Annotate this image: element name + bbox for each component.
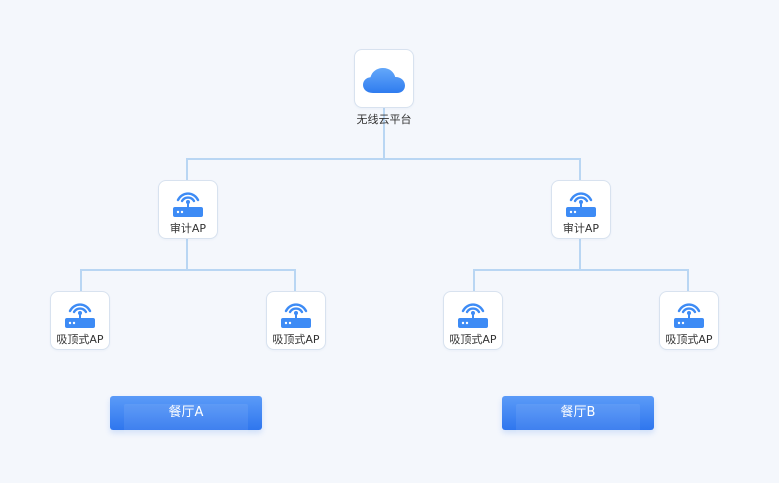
router-icon (65, 303, 95, 328)
cloud-icon (363, 68, 405, 93)
audit-ap-node-b[interactable]: 审计AP (551, 180, 611, 239)
connector-line (473, 269, 475, 292)
restaurant-a-banner[interactable]: 餐厅A (110, 396, 262, 434)
node-label: 审计AP (562, 222, 600, 235)
node-label: 吸顶式AP (449, 333, 497, 346)
connector-line (186, 158, 188, 181)
router-icon (566, 192, 596, 217)
connector-line (473, 269, 689, 271)
node-label: 吸顶式AP (665, 333, 713, 346)
ceiling-ap-node-a1[interactable]: 吸顶式AP (50, 291, 110, 350)
banner-inner-panel (124, 404, 248, 434)
restaurant-a-label: 餐厅A (168, 405, 204, 420)
restaurant-b-label: 餐厅B (560, 405, 596, 420)
router-icon (674, 303, 704, 328)
connector-line (579, 239, 581, 271)
banner-inner-panel (516, 404, 640, 434)
cloud-platform-node[interactable] (354, 49, 414, 108)
router-icon (281, 303, 311, 328)
node-label: 无线云平台 (356, 113, 412, 126)
router-icon (458, 303, 488, 328)
connector-line (687, 269, 689, 292)
audit-ap-node-a[interactable]: 审计AP (158, 180, 218, 239)
connector-line (294, 269, 296, 292)
connector-line (186, 239, 188, 271)
router-icon (173, 192, 203, 217)
ceiling-ap-node-b1[interactable]: 吸顶式AP (443, 291, 503, 350)
connector-line (579, 158, 581, 181)
ceiling-ap-node-a2[interactable]: 吸顶式AP (266, 291, 326, 350)
restaurant-b-banner[interactable]: 餐厅B (502, 396, 654, 434)
connector-line (383, 108, 385, 160)
connector-line (186, 158, 581, 160)
node-label: 审计AP (169, 222, 207, 235)
node-label: 吸顶式AP (56, 333, 104, 346)
connector-line (80, 269, 296, 271)
ceiling-ap-node-b2[interactable]: 吸顶式AP (659, 291, 719, 350)
connector-line (80, 269, 82, 292)
node-label: 吸顶式AP (272, 333, 320, 346)
